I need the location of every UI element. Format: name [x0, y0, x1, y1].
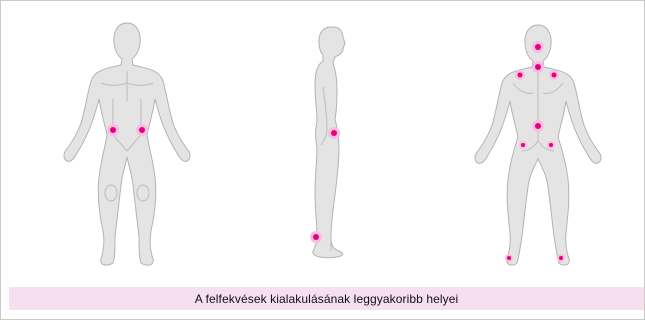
pressure-spot-side-heel	[310, 231, 322, 243]
pressure-spot-back-left-heel	[505, 254, 513, 262]
pressure-spot-back-sacrum	[532, 120, 544, 132]
front-view-figure	[64, 23, 190, 265]
pressure-spot-back-right-buttock	[547, 141, 555, 149]
caption-bar: A felfekvések kialakulásának leggyakorib…	[9, 287, 644, 310]
pressure-spot-back-head	[532, 41, 544, 53]
pressure-spot-front-left-hip	[136, 124, 148, 136]
caption-text: A felfekvések kialakulásának leggyakorib…	[195, 292, 459, 306]
pressure-spot-side-hip	[328, 127, 340, 139]
pressure-spot-back-left-buttock	[519, 141, 527, 149]
pressure-spot-back-right-shoulder	[549, 70, 559, 80]
pressure-spot-back-spine-upper	[532, 61, 544, 73]
pressure-spot-back-left-shoulder	[515, 70, 525, 80]
pressure-spot-front-right-hip	[107, 124, 119, 136]
side-view-figure	[313, 27, 345, 258]
pressure-spot-back-right-heel	[557, 254, 565, 262]
body-figures	[1, 1, 644, 287]
